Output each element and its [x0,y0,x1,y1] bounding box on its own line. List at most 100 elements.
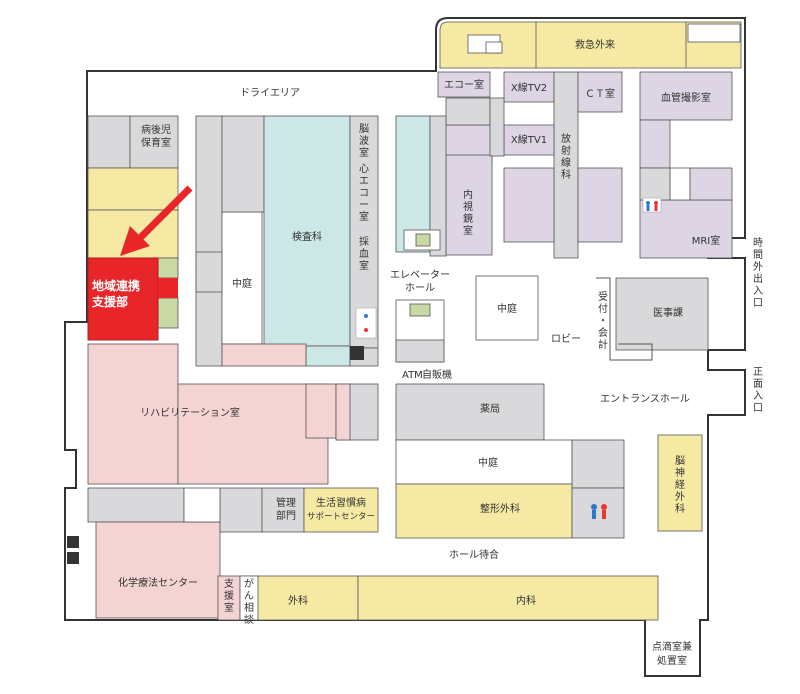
svg-text:脳神経外科: 脳神経外科 [675,455,685,515]
room-angio[interactable]: 血管撮影室 [661,91,711,104]
room-lab[interactable]: 検査科 [292,230,322,243]
vertical-char: 室 [359,210,369,223]
vertical-char: 外 [675,491,685,503]
vertical-char: 口 [753,403,763,414]
vertical-char: 入 [753,391,763,402]
courtyard-2: 中庭 [497,302,517,315]
entrance-main[interactable]: 正面入口 [753,367,763,414]
vertical-char: 付 [598,302,608,315]
highlight-label-1: 地域連携 [92,278,140,293]
room-infusion-1[interactable]: 点滴室兼 [652,640,692,653]
vertical-char: 面 [753,379,763,390]
female-icon [654,201,658,205]
female-body-icon-3 [602,510,606,519]
vertical-char: 室 [224,601,234,614]
bottom-row [217,575,659,621]
room-echo[interactable]: エコー室 [444,78,484,91]
vertical-char: ん [244,590,254,602]
room-internal-medicine[interactable]: 内科 [516,594,536,607]
vertical-char: 脳 [359,123,369,135]
lower-left-block [87,487,379,619]
vertical-char: 談 [244,613,254,626]
area-entrance-hall: エントランスホール [600,393,690,405]
female-icon-3 [601,504,607,510]
room-infusion-2[interactable]: 処置室 [657,654,687,667]
svg-text:時間外出入口: 時間外出入口 [753,237,763,309]
vertical-char: 波 [359,134,369,147]
room-brain-wave[interactable]: 脳波室 [359,123,369,159]
svg-text:がん相談: がん相談 [244,577,254,626]
highlight-room-ext[interactable] [158,278,178,298]
svg-text:内視鏡室: 内視鏡室 [463,188,473,237]
room-xray-tv1[interactable]: X線TV1 [511,133,547,146]
room-emergency[interactable]: 救急外来 [575,38,615,51]
room-orthopedics[interactable]: 整形外科 [480,502,520,515]
highlight-room[interactable] [87,257,159,341]
room-lifestyle-2[interactable]: サポートセンター [307,512,375,522]
vertical-char: 経 [675,478,685,491]
vertical-char: 正 [753,367,763,378]
vertical-char: 出 [753,272,763,285]
vertical-char: 受 [598,291,608,303]
room-radiology[interactable]: 放射線科 [561,132,571,181]
male-icon-2 [364,314,368,318]
imaging-area [437,71,733,259]
highlight-label-2: 支援部 [91,294,128,309]
vertical-char: 採 [359,235,369,248]
room-pharmacy[interactable]: 薬局 [480,403,500,415]
vertical-char: 間 [753,249,763,261]
vertical-char: コ [359,188,369,199]
room-xray-tv2[interactable]: X線TV2 [511,81,547,94]
pharmacy-block [395,383,625,539]
area-waiting-hall: ホール待合 [449,548,499,561]
vertical-char: が [244,577,254,590]
teal-left [395,115,447,257]
male-body-icon-3 [592,510,596,519]
vending[interactable]: 自販機 [422,368,452,381]
male-icon-3 [591,504,597,510]
reception[interactable]: 受付・会計 [598,291,608,351]
room-admin-1[interactable]: 管理 [276,496,296,509]
atm[interactable]: ATM [402,370,423,381]
elevator-block [395,299,445,363]
room-support[interactable]: 支援室 [224,578,234,614]
room-ecg[interactable]: 心エコー室 [359,163,369,223]
room-sick-child-2[interactable]: 保育室 [141,136,171,149]
rehab-area [87,343,379,485]
vertical-char: 支 [224,578,234,590]
vertical-char: 相 [244,601,254,614]
room-admin-2[interactable]: 部門 [276,509,296,522]
room-rehab[interactable]: リハビリテーション室 [140,406,240,419]
area-lobby: ロビー [551,333,581,345]
room-lifestyle-1[interactable]: 生活習慣病 [316,496,366,509]
lab-block [195,115,379,367]
vertical-char: 鏡 [463,212,473,225]
vertical-char: 室 [359,146,369,159]
vertical-char: 室 [463,224,473,237]
vertical-char: 時 [753,237,763,249]
room-medical-affairs[interactable]: 医事課 [653,306,683,319]
svg-text:受付・会計: 受付・会計 [598,291,608,351]
room-mri[interactable]: MRI室 [692,234,721,247]
room-cancer-consult[interactable]: がん相談 [244,577,254,626]
vertical-char: 内 [463,188,473,201]
svg-text:心エコー室: 心エコー室 [359,163,369,223]
room-ct[interactable]: ＣＴ室 [585,87,615,100]
wheelchair-icon [350,346,364,360]
room-neurosurgery[interactable]: 脳神経外科 [675,455,685,515]
female-icon-2 [364,328,368,332]
courtyard-3: 中庭 [478,456,498,469]
wheelchair-icon-2 [67,536,79,548]
vertical-char: 放 [561,132,571,145]
svg-text:支援室: 支援室 [224,578,234,614]
reception-area [596,277,709,361]
room-endoscopy[interactable]: 内視鏡室 [463,188,473,237]
male-icon [646,201,650,205]
room-chemo[interactable]: 化学療法センター [118,576,198,589]
vertical-char: 視 [463,200,473,213]
entrance-night[interactable]: 時間外出入口 [753,237,763,309]
room-surgery[interactable]: 外科 [288,594,308,607]
room-blood-draw[interactable]: 採血室 [359,235,369,272]
room-sick-child-1[interactable]: 病後児 [141,123,171,136]
